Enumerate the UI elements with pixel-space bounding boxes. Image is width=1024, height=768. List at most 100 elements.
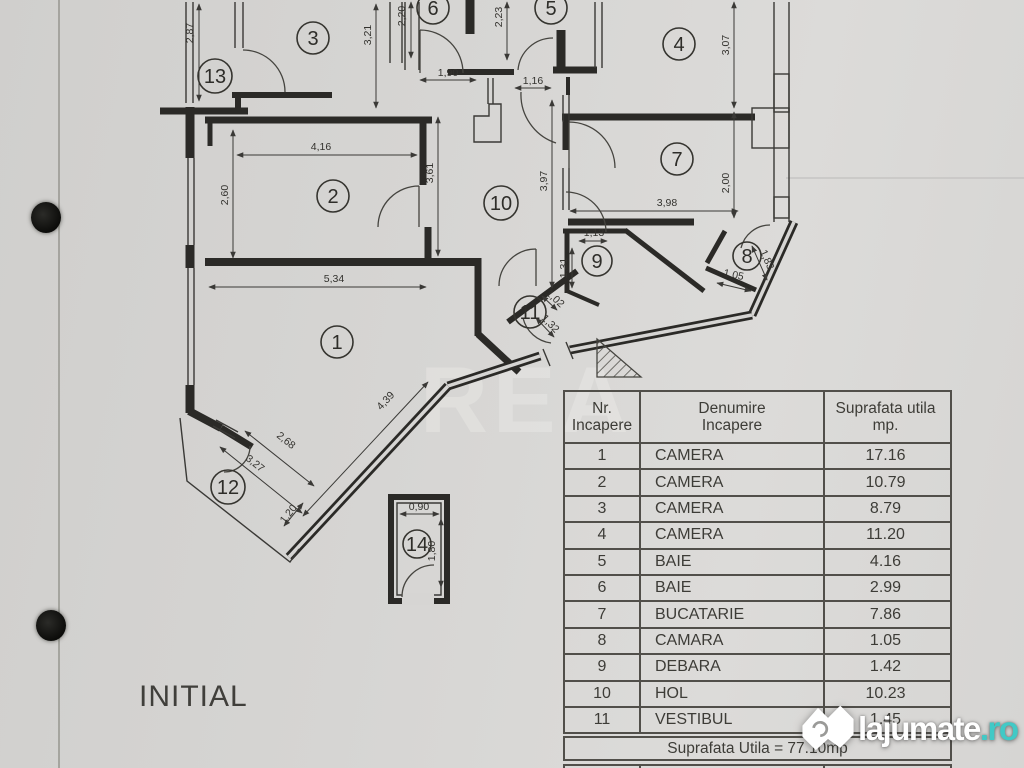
lajumate-logo-icon <box>802 705 854 751</box>
room-number-label: 3 <box>307 28 318 50</box>
table-cell: 1 <box>597 447 607 465</box>
room-number-label: 8 <box>741 246 752 268</box>
dimension-label: 2,68 <box>274 430 298 452</box>
room-circle <box>296 21 330 55</box>
table-cell: 17.16 <box>823 444 946 469</box>
dimension-label: 2,00 <box>720 173 732 194</box>
room-circle <box>660 142 694 176</box>
room-number-label: 2 <box>327 186 338 208</box>
table-cell: 4 <box>597 526 607 544</box>
initial-plan-label: INITIAL <box>139 680 248 713</box>
dimension-line <box>541 295 558 311</box>
paper-fold-line <box>58 0 60 768</box>
room-number-label: 14 <box>406 534 428 556</box>
table-cell: 11 <box>593 711 611 729</box>
table-cell: BALCON <box>639 766 823 768</box>
room-number-label: 10 <box>490 193 512 215</box>
table-cell: 10.23 <box>823 681 946 706</box>
table-cell: DEBARA <box>639 655 823 680</box>
dimension-line <box>283 502 304 527</box>
room-circle <box>534 0 568 25</box>
dimension-label: 1,32 <box>539 312 562 335</box>
room-number-label: 12 <box>217 477 239 499</box>
room-number-label: 1 <box>331 332 342 354</box>
dimension-label: 4,39 <box>374 389 397 412</box>
table-cell: 7 <box>597 605 607 623</box>
entrance-hatch-triangle <box>596 337 643 378</box>
hole-punch-icon <box>31 202 61 233</box>
dimension-label: 2,23 <box>493 7 505 28</box>
paper-crease <box>786 177 1024 179</box>
dimension-label: 3,21 <box>362 25 374 46</box>
table-cell: CAMERA <box>639 496 823 522</box>
brand-tld: .ro <box>979 710 1019 747</box>
hole-punch-icon <box>36 610 66 641</box>
walls <box>160 0 799 605</box>
room-number-label: 7 <box>671 149 682 171</box>
room-number-label: 4 <box>673 34 684 56</box>
dimension-line <box>219 446 303 514</box>
table-cell: CAMERA <box>639 523 823 548</box>
table-cell: 2 <box>597 473 607 491</box>
dimension-label: 1,16 <box>523 75 544 87</box>
table-cell: 8.79 <box>823 496 946 522</box>
dimension-label: 4,16 <box>311 141 332 153</box>
site-watermark-text: lajumate.ro <box>858 710 1019 748</box>
dimension-label: 3,97 <box>538 171 550 192</box>
table-cell <box>823 766 946 768</box>
table-cell: 2.99 <box>823 575 946 601</box>
room-circle <box>581 245 613 277</box>
room-circle <box>662 27 696 61</box>
table-cell: 11.20 <box>823 523 946 548</box>
dimension-label: 3,07 <box>720 35 732 56</box>
table-cell: 3 <box>597 499 607 517</box>
dimension-label: 1,13 <box>584 227 605 239</box>
room-circle <box>483 185 519 221</box>
room-circle <box>732 241 762 271</box>
room-number-label: 5 <box>545 0 556 20</box>
brand-text: lajumate <box>858 710 981 747</box>
table-extra-rows: 12BALCON13LOGIE2.63 <box>563 764 952 768</box>
dimension-label: 1,31 <box>558 258 570 279</box>
room-circle <box>402 529 432 559</box>
dimension-label: 2,20 <box>396 6 408 27</box>
table-cell: Nr.Incapere <box>571 400 633 434</box>
table-cell: 10 <box>593 684 611 702</box>
windows <box>179 2 790 564</box>
dimension-label: 3,98 <box>657 197 678 209</box>
dimension-label: 3,61 <box>424 163 436 184</box>
table-cell: CAMERA <box>639 470 823 495</box>
room-circle <box>316 179 350 213</box>
table-cell: 1.05 <box>823 628 946 654</box>
table-cell: 1.42 <box>823 655 946 680</box>
dimension-label: 2,60 <box>219 185 231 206</box>
room-circle <box>197 58 233 94</box>
room-number-label: 13 <box>204 66 226 88</box>
room-circle <box>416 0 450 25</box>
dimension-label: 5,34 <box>324 273 345 285</box>
total-area-row: Suprafata Utila = 77.10mp <box>563 736 952 762</box>
room-number-label: 11 <box>520 302 541 324</box>
table-cell: 9 <box>597 658 607 676</box>
room-number-label: 9 <box>591 251 602 273</box>
dimension-label: 1,05 <box>722 267 745 283</box>
dimension-label: 0,90 <box>409 501 430 513</box>
dimension-line <box>302 381 429 517</box>
